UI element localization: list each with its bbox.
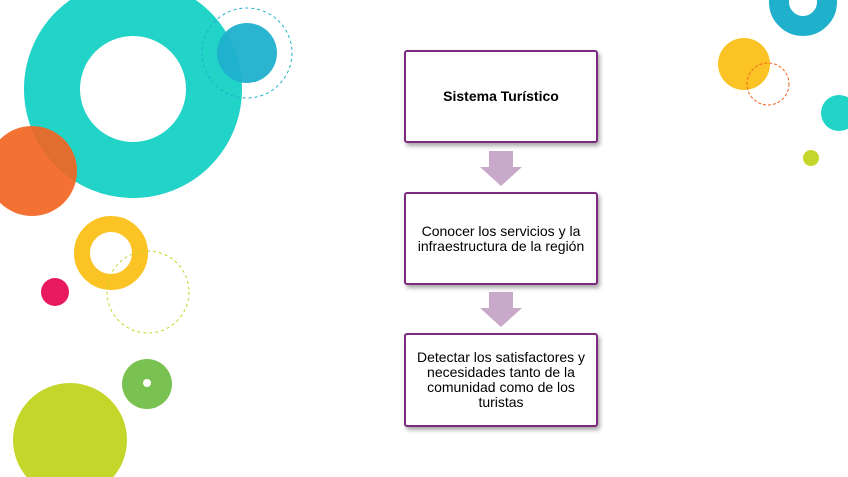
blue-circle: [217, 23, 277, 83]
lime-circle-large: [13, 383, 127, 477]
flow-step-3: Detectar los satisfactores y necesidades…: [404, 333, 598, 427]
flow-step-1: Sistema Turístico: [404, 50, 598, 143]
teal-circle-right: [821, 95, 848, 131]
yellow-ring: [82, 224, 140, 282]
flow-step-1-label: Sistema Turístico: [443, 89, 559, 104]
pink-dot: [41, 278, 69, 306]
lime-dot-right: [803, 150, 819, 166]
teal-ring-large: [52, 8, 214, 170]
flow-step-2: Conocer los servicios y la infraestructu…: [404, 192, 598, 285]
green-circle-center: [143, 379, 151, 387]
blue-ring-top-right: [779, 0, 827, 26]
down-arrow-2: [480, 292, 522, 327]
down-arrow-1: [480, 151, 522, 186]
lime-dashed-ring: [107, 251, 189, 333]
flow-step-3-label: Detectar los satisfactores y necesidades…: [412, 350, 590, 410]
flow-step-2-label: Conocer los servicios y la infraestructu…: [412, 224, 590, 254]
